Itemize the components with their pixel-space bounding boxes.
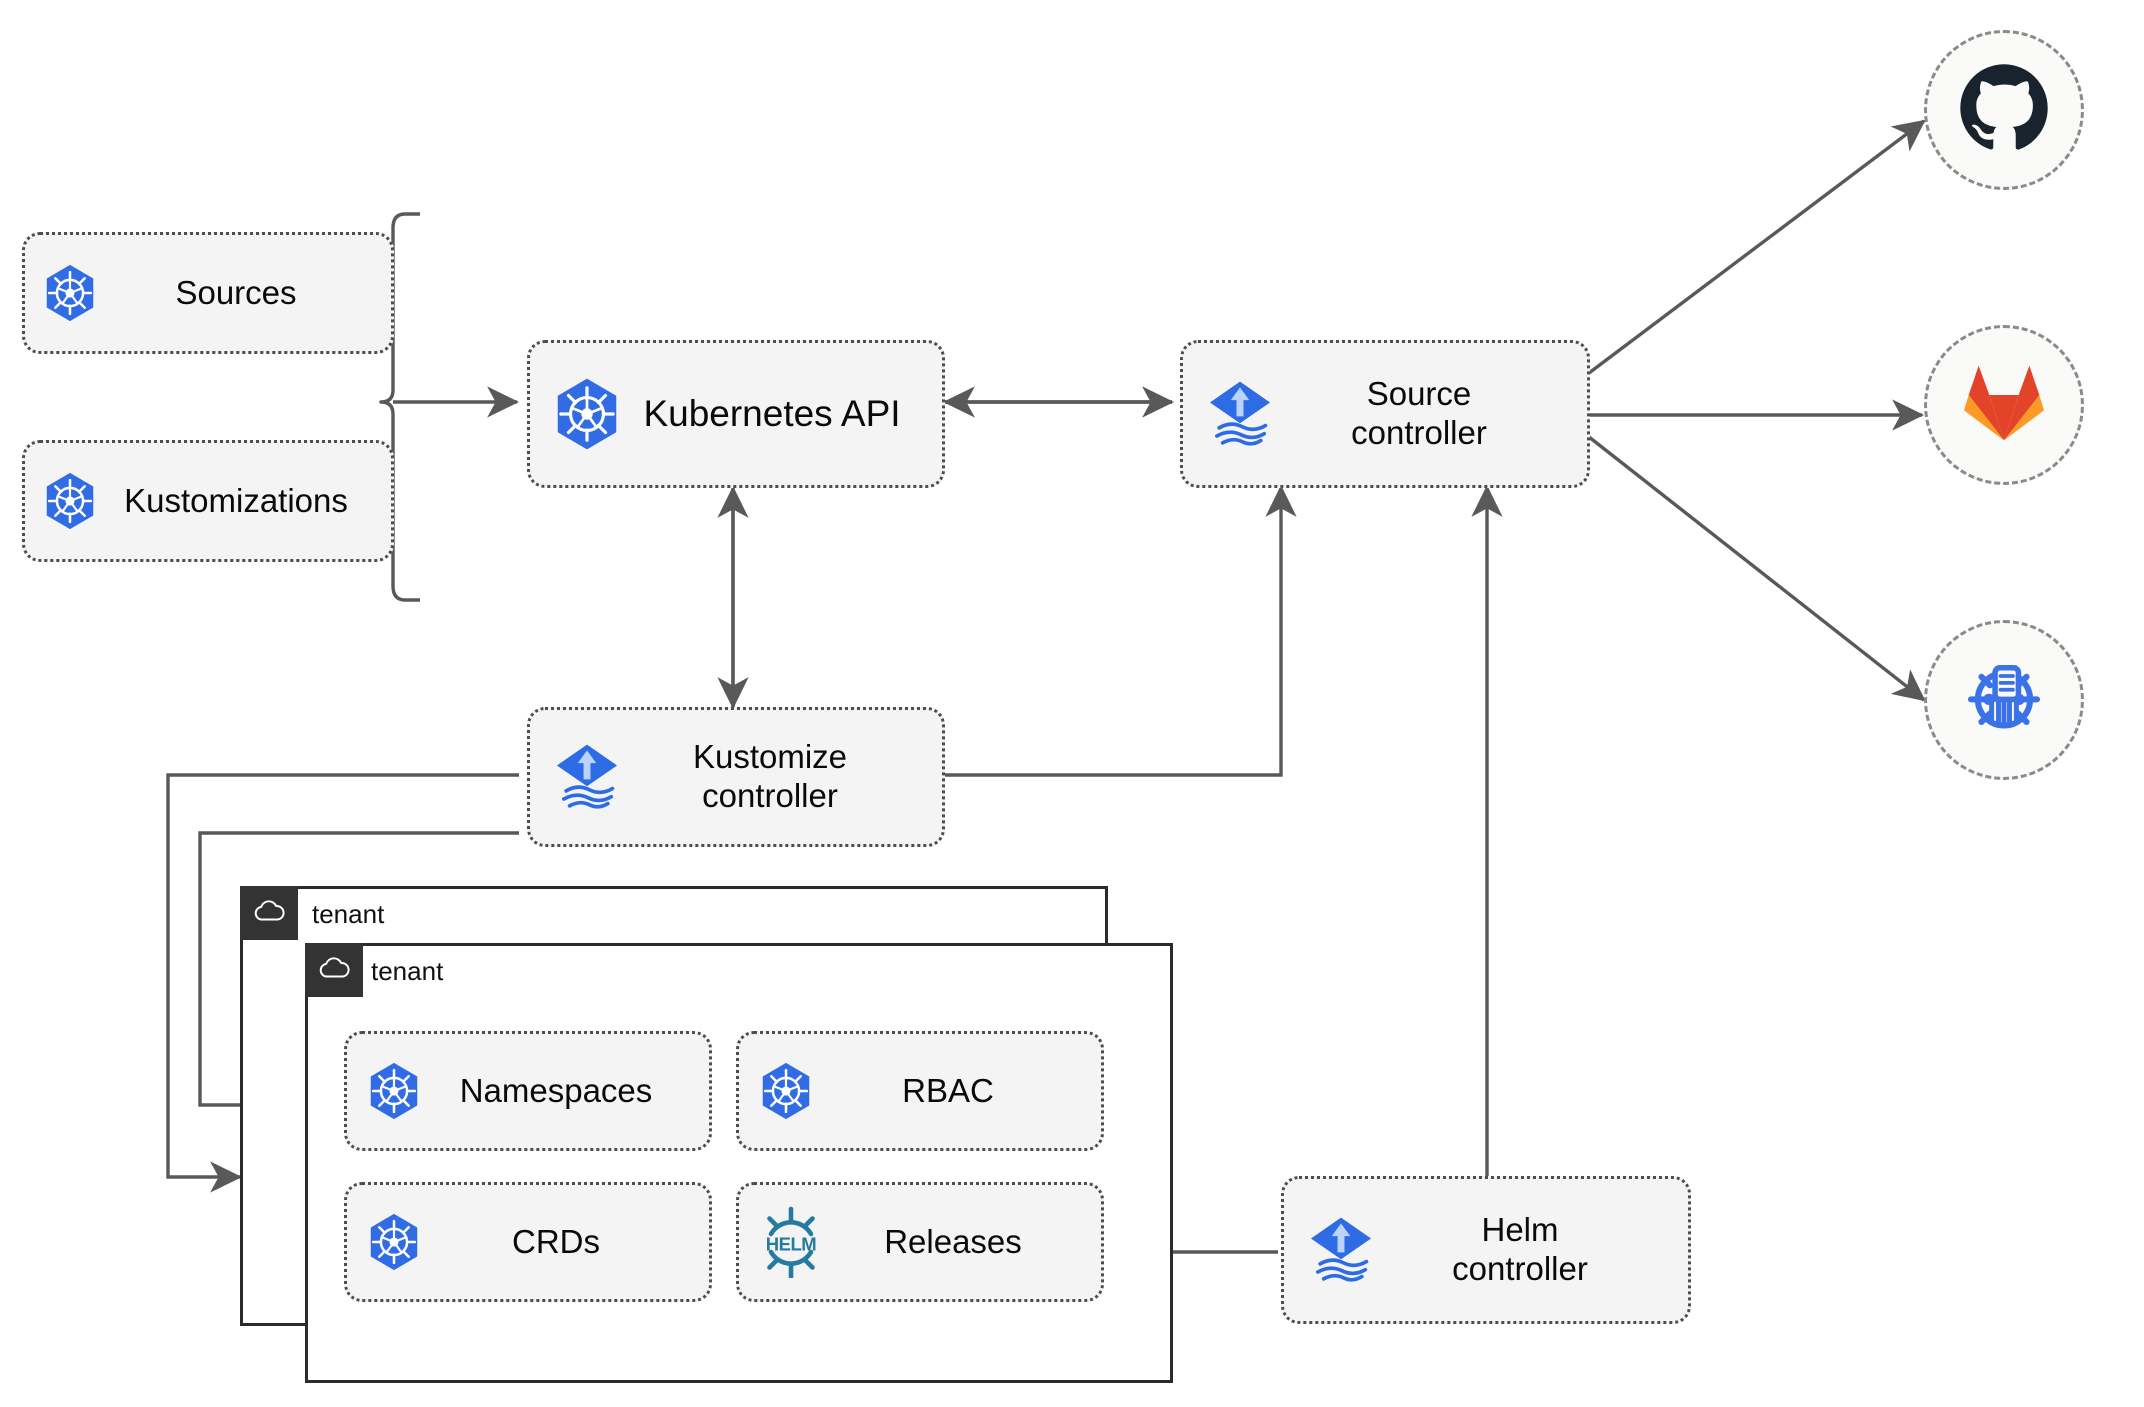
edge-source-controller-to-helm-repository — [1587, 435, 1926, 702]
node-rbac[interactable]: RBAC — [736, 1031, 1104, 1151]
node-label: Source controller — [1351, 375, 1487, 451]
kubernetes-icon — [39, 262, 101, 324]
node-label: Releases — [884, 1222, 1022, 1260]
node-releases[interactable]: HELM Releases — [736, 1182, 1104, 1302]
helm-text-icon: HELM — [755, 1206, 827, 1278]
node-label: Kubernetes API — [643, 393, 901, 435]
cloud-icon — [317, 956, 351, 985]
edge-source-controller-to-github — [1587, 119, 1926, 375]
node-kustomize-controller[interactable]: Kustomize controller — [527, 707, 945, 847]
gitlab-icon — [1961, 363, 2047, 448]
kubernetes-icon — [363, 1060, 425, 1122]
repo-github[interactable] — [1924, 30, 2084, 190]
tenant-tab-front — [305, 943, 363, 997]
node-label: Helm controller — [1452, 1211, 1588, 1287]
kubernetes-icon — [548, 375, 626, 453]
node-kubernetes-api[interactable]: Kubernetes API — [527, 340, 945, 488]
node-label: Sources — [175, 273, 297, 311]
cloud-icon — [252, 899, 286, 928]
flux-icon — [550, 740, 624, 814]
node-sources[interactable]: Sources — [22, 232, 394, 354]
repo-gitlab[interactable] — [1924, 325, 2084, 485]
edge-kustomize-to-source-controller — [945, 484, 1297, 777]
github-icon — [1958, 62, 2050, 159]
node-label: RBAC — [902, 1071, 994, 1109]
node-source-controller[interactable]: Source controller — [1180, 340, 1590, 488]
flux-icon — [1304, 1213, 1378, 1287]
node-namespaces[interactable]: Namespaces — [344, 1031, 712, 1151]
svg-text:HELM: HELM — [766, 1234, 817, 1255]
node-label: CRDs — [512, 1222, 600, 1260]
node-label: Kustomizations — [124, 481, 348, 519]
repo-helm-repository[interactable] — [1924, 620, 2084, 780]
tenant-label-back: tenant — [312, 899, 385, 929]
tenant-container-front — [305, 943, 1173, 1383]
kubernetes-icon — [39, 470, 101, 532]
tenant-label-front: tenant — [371, 956, 444, 986]
kubernetes-icon — [755, 1060, 817, 1122]
node-crds[interactable]: CRDs — [344, 1182, 712, 1302]
helm-wheel-icon — [1960, 654, 2048, 747]
tenant-tab-back — [240, 886, 298, 940]
kubernetes-icon — [363, 1211, 425, 1273]
node-label: Namespaces — [459, 1071, 653, 1109]
node-kustomizations[interactable]: Kustomizations — [22, 440, 394, 562]
node-label: Kustomize controller — [692, 738, 848, 814]
node-helm-controller[interactable]: Helm controller — [1281, 1176, 1691, 1324]
flux-icon — [1203, 377, 1277, 451]
